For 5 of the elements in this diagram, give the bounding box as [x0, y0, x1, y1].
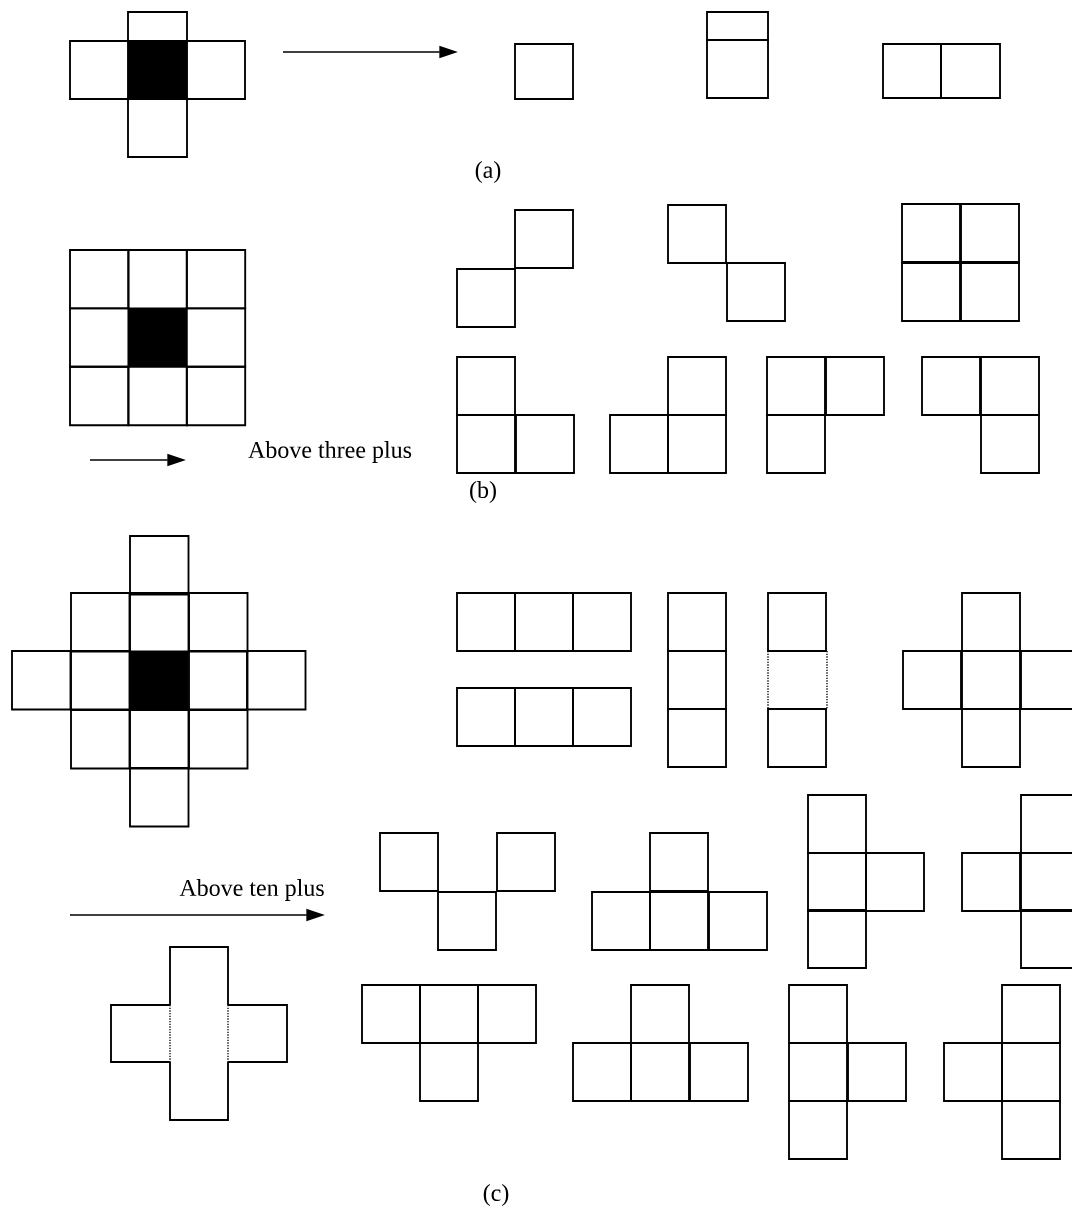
- caption-label: (a): [475, 161, 501, 183]
- caption-label: Above ten plus: [179, 879, 324, 901]
- caption-label: (c): [483, 1184, 509, 1206]
- caption-label: Above three plus: [248, 441, 412, 463]
- caption-label: (b): [470, 481, 496, 503]
